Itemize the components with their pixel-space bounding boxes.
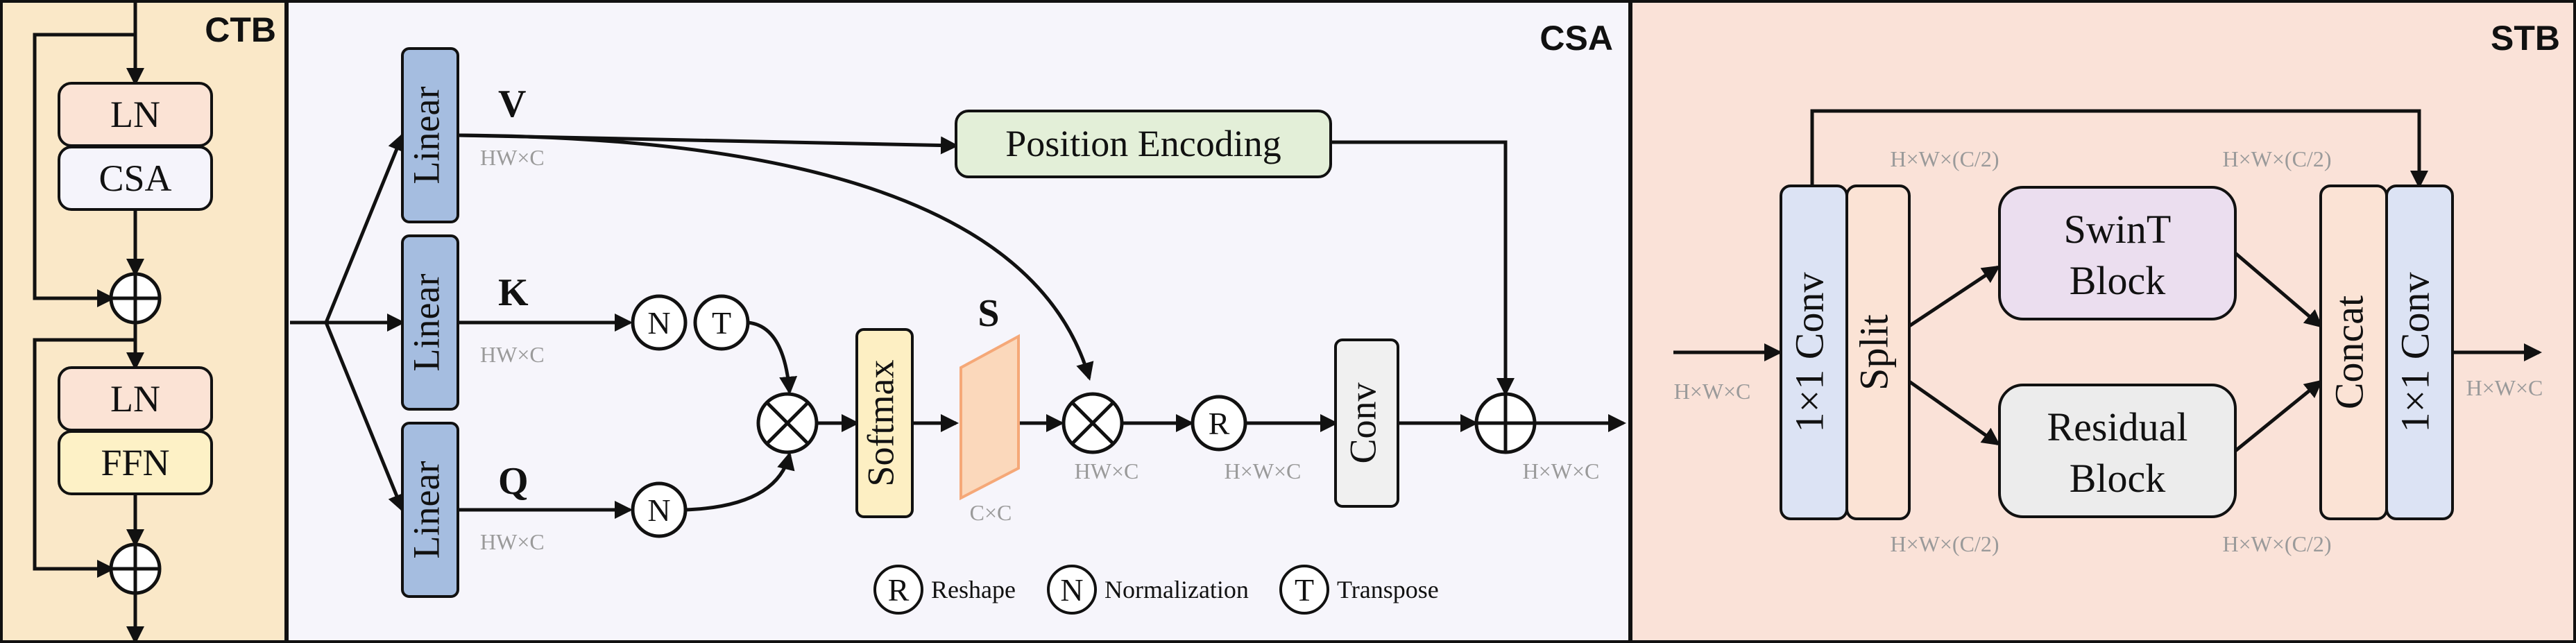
csa-kt-to-mult-1 <box>747 320 798 395</box>
stb-concat-label: Concat <box>2326 295 2371 409</box>
csa-position-encoding-label: Position Encoding <box>1005 123 1281 164</box>
stb-dim-bottom-left: H×W×(C/2) <box>1891 531 1999 556</box>
csa-legend: R Reshape N Normalization T Transpose <box>873 565 1439 615</box>
svg-text:N: N <box>1060 572 1083 608</box>
csa-dim-k: HW×C <box>480 342 545 367</box>
ctb-residual-1 <box>33 33 135 307</box>
stb-swint-line-1: SwinT <box>2064 207 2172 252</box>
ctb-add-1-icon <box>109 272 162 325</box>
legend-normalization-label: Normalization <box>1104 576 1249 603</box>
svg-text:N: N <box>647 305 670 341</box>
csa-reshape-node: R <box>1191 395 1247 452</box>
svg-text:T: T <box>712 305 731 341</box>
legend-reshape-icon: R <box>873 565 923 615</box>
ctb-add-2-icon <box>109 542 162 595</box>
csa-var-s: S <box>978 292 999 335</box>
stb-swint-to-concat <box>2234 252 2323 328</box>
csa-linear-q-label: Linear <box>405 461 447 559</box>
stb-split-to-residual <box>1908 379 2001 446</box>
ctb-residual-2 <box>33 338 135 578</box>
stb-dim-bottom-right: H×W×(C/2) <box>2223 531 2332 556</box>
csa-dim-q: HW×C <box>480 529 545 554</box>
stb-panel-title: STB <box>2491 19 2560 58</box>
ctb-ln-2-label: LN <box>110 378 160 420</box>
ctb-panel-title: CTB <box>205 10 276 49</box>
svg-text:N: N <box>647 492 670 528</box>
csa-v-to-mult-2 <box>457 133 1094 381</box>
stb-dim-output: H×W×C <box>2466 375 2543 400</box>
csa-fan-to-v <box>324 132 405 323</box>
csa-k-normalize-node: N <box>631 294 688 351</box>
stb-panel: STB H×W×C 1×1 Conv Split H×W×(C/2) H×W×(… <box>1630 0 2576 643</box>
legend-transpose-icon: T <box>1279 565 1329 615</box>
csa-dim-after-mult: HW×C <box>1075 458 1139 483</box>
csa-q-to-mult-1 <box>685 452 795 512</box>
csa-panel: CSA Linear Linear Linear V HW×C K HW×C Q… <box>286 0 1631 643</box>
legend-transpose-label: Transpose <box>1337 576 1439 603</box>
stb-residual-line-2: Block <box>2070 456 2166 501</box>
ctb-csa-block-label: CSA <box>99 157 171 199</box>
csa-dim-s: C×C <box>970 500 1012 525</box>
csa-s-matrix <box>959 334 1020 501</box>
svg-text:R: R <box>888 572 910 608</box>
csa-multiply-2-icon <box>1061 392 1124 454</box>
csa-softmax-label: Softmax <box>860 360 901 487</box>
csa-position-encoding-to-add <box>1331 140 1515 396</box>
ctb-ln-1-label: LN <box>110 94 160 135</box>
stb-split <box>1845 185 1911 520</box>
csa-conv-label: Conv <box>1342 382 1383 463</box>
stb-conv-1-label: 1×1 Conv <box>1786 273 1832 433</box>
csa-dim-after-reshape: H×W×C <box>1225 458 1302 483</box>
svg-text:R: R <box>1209 406 1230 441</box>
svg-text:T: T <box>1295 572 1314 608</box>
stb-conv-2-label: 1×1 Conv <box>2392 273 2437 433</box>
csa-dim-v: HW×C <box>480 145 545 170</box>
ctb-panel: CTB LN CSA LN FFN <box>0 0 287 643</box>
csa-dim-output: H×W×C <box>1523 458 1600 483</box>
csa-linear-v-label: Linear <box>405 87 447 185</box>
stb-residual-to-concat <box>2234 379 2323 452</box>
csa-panel-title: CSA <box>1539 19 1613 58</box>
legend-reshape-label: Reshape <box>931 576 1016 603</box>
csa-linear-k-label: Linear <box>405 274 447 372</box>
stb-skip-connection <box>1810 109 2428 189</box>
csa-q-normalize-node: N <box>631 481 688 538</box>
stb-dim-input: H×W×C <box>1674 379 1751 404</box>
csa-k-transpose-node: T <box>693 294 750 351</box>
csa-fan-to-q <box>324 322 405 513</box>
csa-multiply-1-icon <box>756 392 819 454</box>
legend-normalization-icon: N <box>1047 565 1097 615</box>
csa-var-k: K <box>498 271 529 314</box>
csa-var-q: Q <box>498 460 529 503</box>
stb-swint-line-2: Block <box>2070 258 2166 303</box>
stb-split-label: Split <box>1851 314 1896 391</box>
stb-residual-line-1: Residual <box>2047 404 2188 449</box>
csa-var-v: V <box>498 83 526 126</box>
csa-add-icon <box>1474 392 1537 454</box>
ctb-ffn-block-label: FFN <box>101 442 169 483</box>
stb-split-to-swint <box>1908 265 2001 328</box>
stb-dim-top-left: H×W×(C/2) <box>1891 146 1999 171</box>
stb-dim-top-right: H×W×(C/2) <box>2223 146 2332 171</box>
